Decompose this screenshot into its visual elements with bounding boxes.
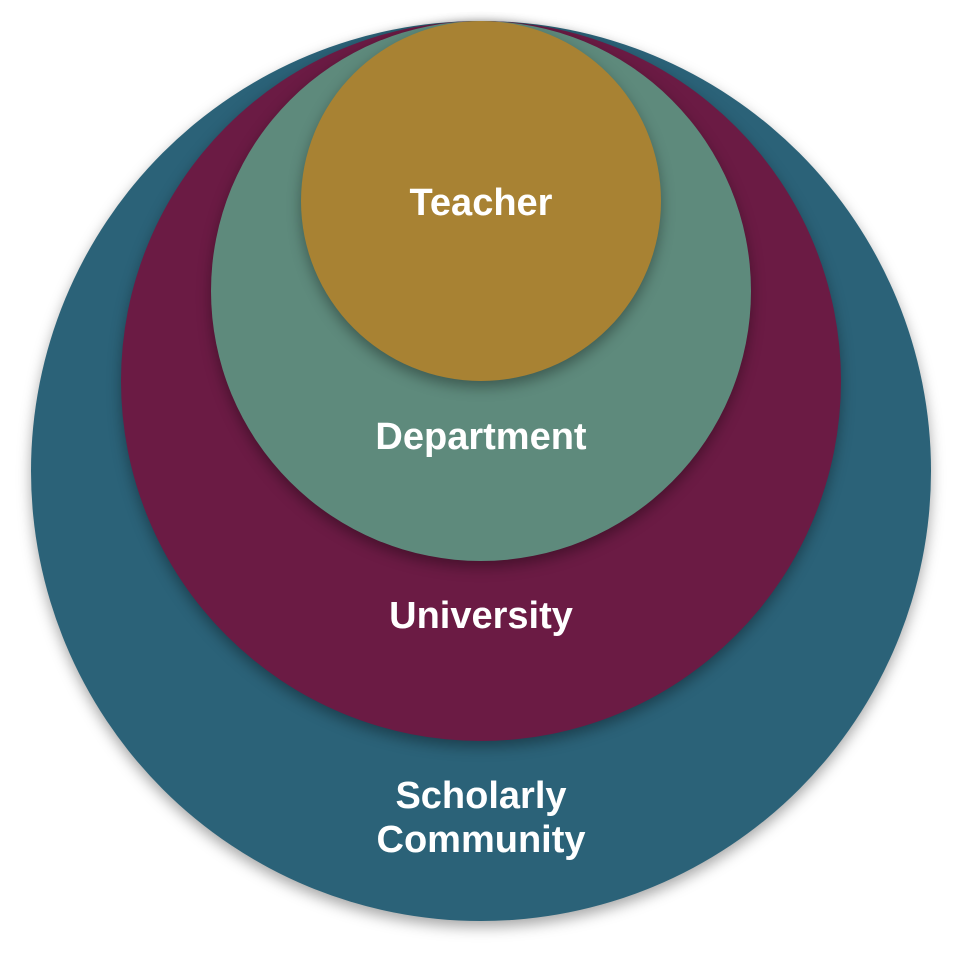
university-label: University [389,595,573,637]
scholarly-community-label: Scholarly Community [281,774,681,862]
department-label: Department [375,416,587,458]
teacher-circle [301,21,661,381]
teacher-label: Teacher [409,182,553,224]
scholarly-community-label-line2: Community [376,819,586,861]
scholarly-community-label-line1: Scholarly [395,775,567,817]
